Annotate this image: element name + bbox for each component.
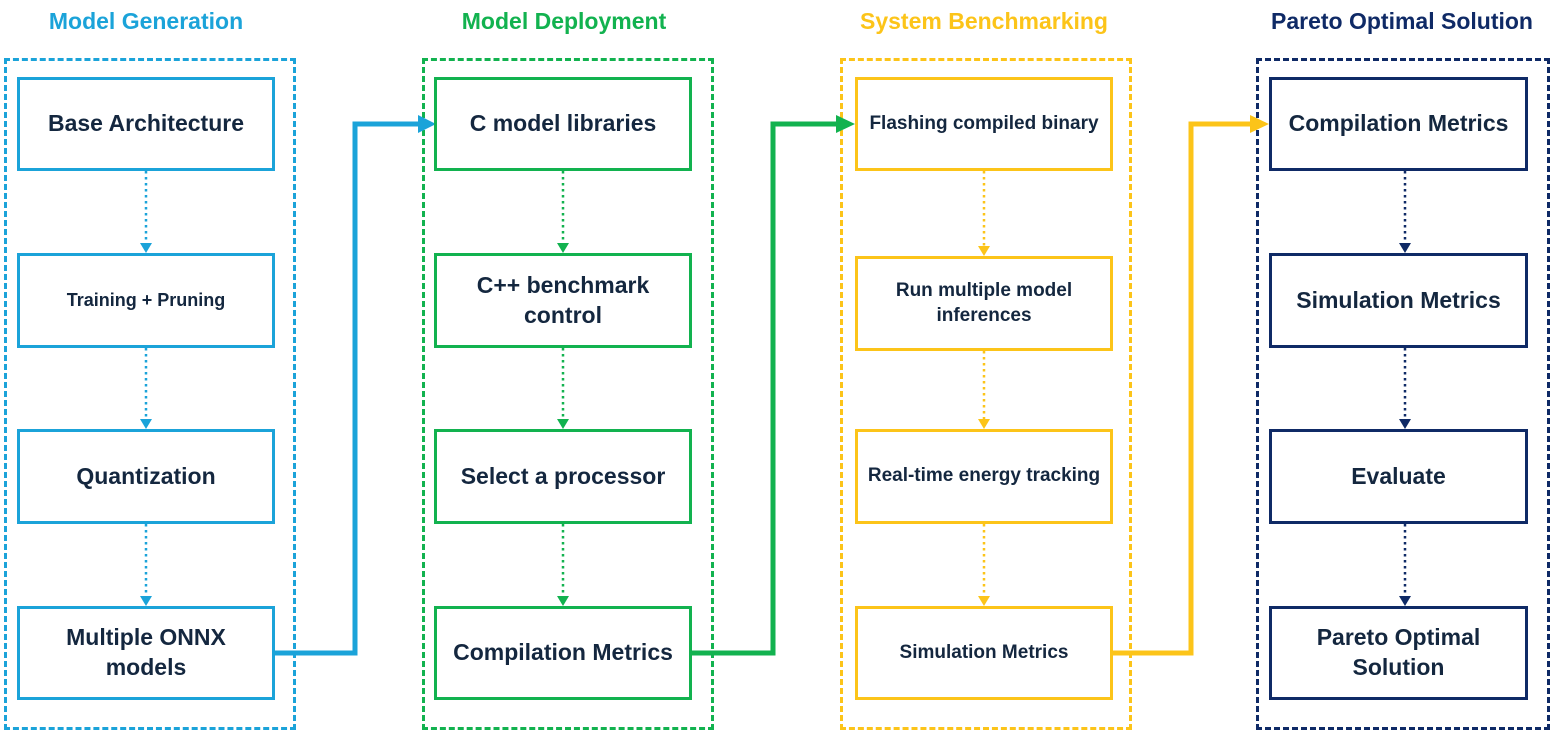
step-simulation-metrics-result: Simulation Metrics <box>1269 253 1528 348</box>
column-title-system-benchmarking: System Benchmarking <box>860 8 1108 34</box>
step-multiple-onnx-models: Multiple ONNX models <box>17 606 275 700</box>
step-quantization: Quantization <box>17 429 275 524</box>
column-title-model-deployment: Model Deployment <box>461 8 667 34</box>
step-simulation-metrics: Simulation Metrics <box>855 606 1113 700</box>
step-training-pruning: Training + Pruning <box>17 253 275 348</box>
step-compilation-metrics-result: Compilation Metrics <box>1269 77 1528 171</box>
connector-deployment-to-benchmarking <box>692 115 855 656</box>
step-base-architecture: Base Architecture <box>17 77 275 171</box>
step-compilation-metrics: Compilation Metrics <box>434 606 692 700</box>
connector-generation-to-deployment <box>275 115 436 656</box>
step-c-model-libraries: C model libraries <box>434 77 692 171</box>
connector-benchmarking-to-pareto <box>1113 115 1269 656</box>
step-flashing-compiled-binary: Flashing compiled binary <box>855 77 1113 171</box>
column-title-pareto-optimal-solution: Pareto Optimal Solution <box>1271 8 1533 34</box>
step-run-multiple-model-inferences: Run multiple model inferences <box>855 256 1113 351</box>
step-evaluate: Evaluate <box>1269 429 1528 524</box>
column-title-model-generation: Model Generation <box>48 8 244 34</box>
step-real-time-energy-tracking: Real-time energy tracking <box>855 429 1113 524</box>
step-pareto-optimal-solution: Pareto Optimal Solution <box>1269 606 1528 700</box>
step-select-a-processor: Select a processor <box>434 429 692 524</box>
step-cpp-benchmark-control: C++ benchmark control <box>434 253 692 348</box>
